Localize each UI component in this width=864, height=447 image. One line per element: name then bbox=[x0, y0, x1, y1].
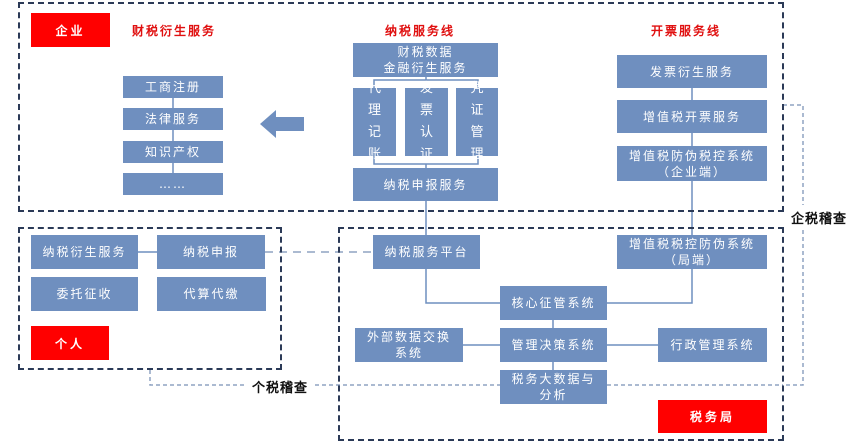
vat-core-connector bbox=[607, 269, 693, 304]
invoice-line-title: 开票服务线 bbox=[651, 24, 722, 38]
tax-declaration-service-box: 纳税申报服务 bbox=[353, 168, 498, 201]
external-exchange-box: 外部数据交换 系统 bbox=[355, 328, 463, 362]
enterprise-audit-bracket-lower bbox=[783, 230, 804, 386]
individual-derivative-box: 纳税衍生服务 bbox=[31, 235, 138, 269]
tax-bureau-label: 税务局 bbox=[658, 400, 767, 433]
left-arrow-icon bbox=[260, 110, 304, 138]
individual-declaration-box: 纳税申报 bbox=[157, 235, 265, 269]
platform-core-connector bbox=[425, 269, 500, 304]
enterprise-audit-bracket bbox=[783, 104, 804, 205]
vat-control-enterprise-box: 增值税防伪税控系统 （企业端） bbox=[617, 146, 767, 181]
enterprise-label: 企业 bbox=[31, 13, 110, 47]
tax-upper-bracket bbox=[373, 79, 479, 88]
withholding-box: 代算代缴 bbox=[157, 277, 266, 311]
derivative-item-more: …… bbox=[123, 173, 223, 195]
derivative-item-intellectual-property: 知识产权 bbox=[123, 141, 223, 163]
decision-system-box: 管理决策系统 bbox=[500, 328, 607, 362]
derivative-item-legal-services: 法律服务 bbox=[123, 108, 223, 130]
admin-system-box: 行政管理系统 bbox=[658, 328, 767, 362]
voucher-management-box: 凭 证 管 理 bbox=[456, 81, 498, 162]
derivative-services-title: 财税衍生服务 bbox=[132, 24, 217, 38]
tax-service-platform-box: 纳税服务平台 bbox=[373, 235, 480, 269]
individual-label: 个人 bbox=[31, 326, 109, 360]
tax-bureau-zone bbox=[338, 227, 784, 441]
finance-derivative-box: 财税数据 金融衍生服务 bbox=[353, 43, 498, 77]
individual-audit-line bbox=[149, 370, 245, 386]
agency-bookkeeping-box: 代 理 记 账 bbox=[353, 81, 396, 162]
individual-audit-label: 个税稽查 bbox=[252, 377, 309, 396]
individual-zone bbox=[18, 227, 282, 370]
big-data-box: 税务大数据与 分析 bbox=[500, 370, 607, 404]
enterprise-audit-label: 企税稽查 bbox=[791, 208, 848, 227]
vat-invoicing-box: 增值税开票服务 bbox=[617, 100, 767, 133]
tax-service-line-title: 纳税服务线 bbox=[385, 24, 456, 38]
vat-control-bureau-box: 增值税税控防伪系统 （局端） bbox=[617, 235, 767, 269]
enterprise-zone bbox=[18, 2, 784, 212]
entrusted-collection-box: 委托征收 bbox=[31, 277, 138, 311]
invoice-derivative-box: 发票衍生服务 bbox=[617, 55, 767, 88]
invoice-authentication-box: 发 票 认 证 bbox=[405, 81, 448, 162]
core-collection-box: 核心征管系统 bbox=[500, 286, 607, 320]
derivative-item-business-registration: 工商注册 bbox=[123, 76, 223, 98]
